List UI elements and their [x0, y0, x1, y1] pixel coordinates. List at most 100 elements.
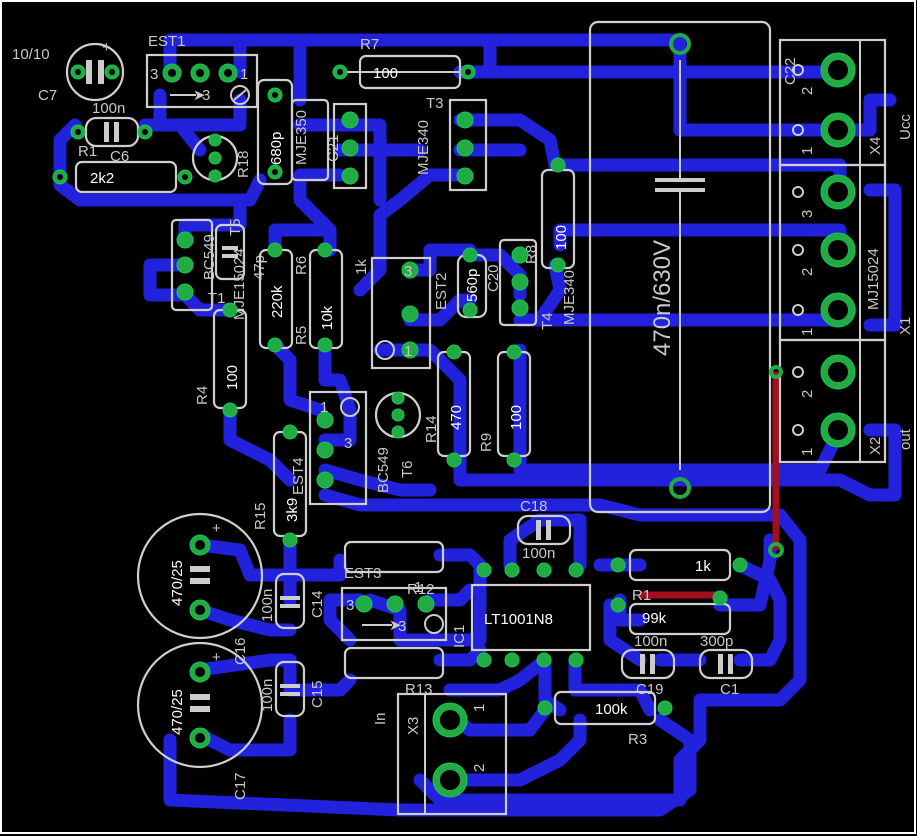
via [769, 365, 783, 379]
c16-value: 470/25 [169, 560, 186, 606]
via [768, 542, 784, 558]
terminal-x2: 2 1 X2 out [778, 338, 914, 464]
t5-part: BC549 [201, 234, 218, 280]
resistor-r7: 100 R7 [332, 36, 476, 90]
transistor-t2: MJE350 [290, 98, 368, 190]
t6-name: T6 [399, 460, 416, 478]
resistor-upper [343, 540, 445, 574]
c19-name: C19 [636, 681, 664, 698]
svg-text:3: 3 [398, 618, 406, 635]
copper-traces [53, 33, 902, 817]
c17-value: 470/25 [169, 689, 186, 735]
r1-value: 2k2 [90, 170, 114, 187]
est2-name: EST2 [433, 272, 450, 310]
r15-value: 3k9 [284, 498, 301, 522]
r6-value: 10k [319, 305, 336, 330]
resistor-r3: 100k R3 [537, 690, 673, 748]
capacitor-c14: 100n C14 [259, 572, 326, 630]
r10-name: R1 [632, 587, 651, 604]
trimmer-est1: EST1 3 1 ➤ 3 [145, 33, 259, 109]
r14-name: R14 [423, 415, 440, 443]
r14-value: 100 [508, 405, 525, 430]
resistor-r6: 10k R6 [293, 242, 344, 353]
r6-name: R6 [293, 256, 310, 275]
c21-value: 680p [268, 132, 285, 165]
ic-ic1: LT1001N8 IC1 [451, 562, 592, 668]
capacitor-c20: 560p C20 [456, 247, 502, 319]
x1-name: X1 [897, 317, 914, 335]
terminal-x3: 1 2 X3 In R13 [372, 681, 508, 816]
c15-value: 100n [259, 679, 276, 712]
r18-name: R18 [235, 150, 252, 178]
t4-name: T4 [539, 312, 556, 330]
r9-name: R9 [478, 433, 495, 452]
trimmer-est3: 3 1 ➤ 3 EST3 R12 [340, 565, 448, 642]
est3-name: EST3 [344, 565, 382, 582]
svg-text:1: 1 [799, 448, 816, 456]
c16-name: C16 [232, 637, 249, 665]
svg-text:2: 2 [799, 87, 816, 95]
c18-value: 100n [522, 545, 555, 562]
r15-name: R15 [252, 502, 269, 530]
resistor-r2: 1k [610, 548, 748, 582]
r9-value: 470 [448, 405, 465, 430]
x3-name: X3 [405, 717, 422, 735]
t1-part: MJE15024 [231, 248, 248, 320]
t6-part: BC549 [375, 447, 392, 493]
r8-value: 100 [553, 225, 570, 250]
r5-name: R5 [293, 326, 310, 345]
svg-text:+: + [102, 39, 111, 56]
svg-text:3: 3 [150, 66, 158, 83]
capacitor-c22: 470n/630V C22 [588, 20, 799, 514]
c15-name: C15 [309, 680, 326, 708]
svg-text:2: 2 [471, 764, 488, 772]
resistor-r5: 220k R5 [258, 242, 310, 353]
trimmer-r18: R18 [191, 133, 252, 183]
resistor-r1: 2k2 R1 [52, 143, 193, 194]
transistor-t6: BC549 T6 [374, 391, 422, 493]
ic1-name: IC1 [451, 625, 468, 648]
c14-value: 100n [259, 589, 276, 622]
c18-name: C18 [520, 498, 548, 515]
transistor-t3: MJE340 T3 [415, 95, 488, 192]
svg-text:3: 3 [344, 435, 352, 452]
svg-text:+: + [212, 649, 221, 666]
c1-name: C1 [720, 681, 739, 698]
c6-value: 100n [92, 100, 125, 117]
r5-value: 220k [269, 285, 286, 318]
r3-name: R3 [628, 731, 647, 748]
svg-text:1: 1 [799, 147, 816, 155]
c14-name: C14 [309, 590, 326, 618]
c7-name: C7 [38, 87, 57, 104]
r3-value: 100k [595, 701, 628, 718]
resistor-r1-99k: 99k R1 [610, 587, 732, 636]
transistor-t5: BC549 T5 [170, 218, 244, 312]
r7-value: 100 [373, 65, 398, 82]
t4-part: MJE340 [561, 270, 578, 325]
svg-text:3: 3 [202, 87, 210, 104]
svg-text:1: 1 [240, 66, 248, 83]
capacitor-c15: 100n C15 [259, 660, 326, 718]
c6-name: C6 [110, 148, 129, 165]
x4-label: Ucc [897, 114, 914, 140]
resistor-r4: 100 R4 [194, 302, 248, 418]
t3-name: T3 [426, 95, 444, 112]
est4-name: EST4 [290, 457, 307, 495]
capacitor-c16: + 470/25 C16 [136, 512, 264, 665]
terminal-x4: 2 1 X4 Ucc [778, 38, 914, 167]
r4-value: 100 [224, 365, 241, 390]
c7-value: 10/10 [12, 46, 50, 63]
est1-name: EST1 [148, 33, 186, 50]
svg-text:1: 1 [404, 343, 412, 360]
r12-name: R12 [407, 581, 435, 598]
trimmer-est4: 1 3 EST4 [290, 390, 368, 506]
svg-text:2: 2 [799, 390, 816, 398]
resistor-r14: 100 R14 [423, 344, 532, 468]
capacitor-c6: 100n C6 [70, 100, 153, 165]
r2-value: 1k [695, 558, 711, 575]
x2-name: X2 [867, 437, 884, 455]
t1-name: T1 [208, 290, 226, 307]
trimmer-est2: 3 1 EST2 [370, 256, 450, 370]
